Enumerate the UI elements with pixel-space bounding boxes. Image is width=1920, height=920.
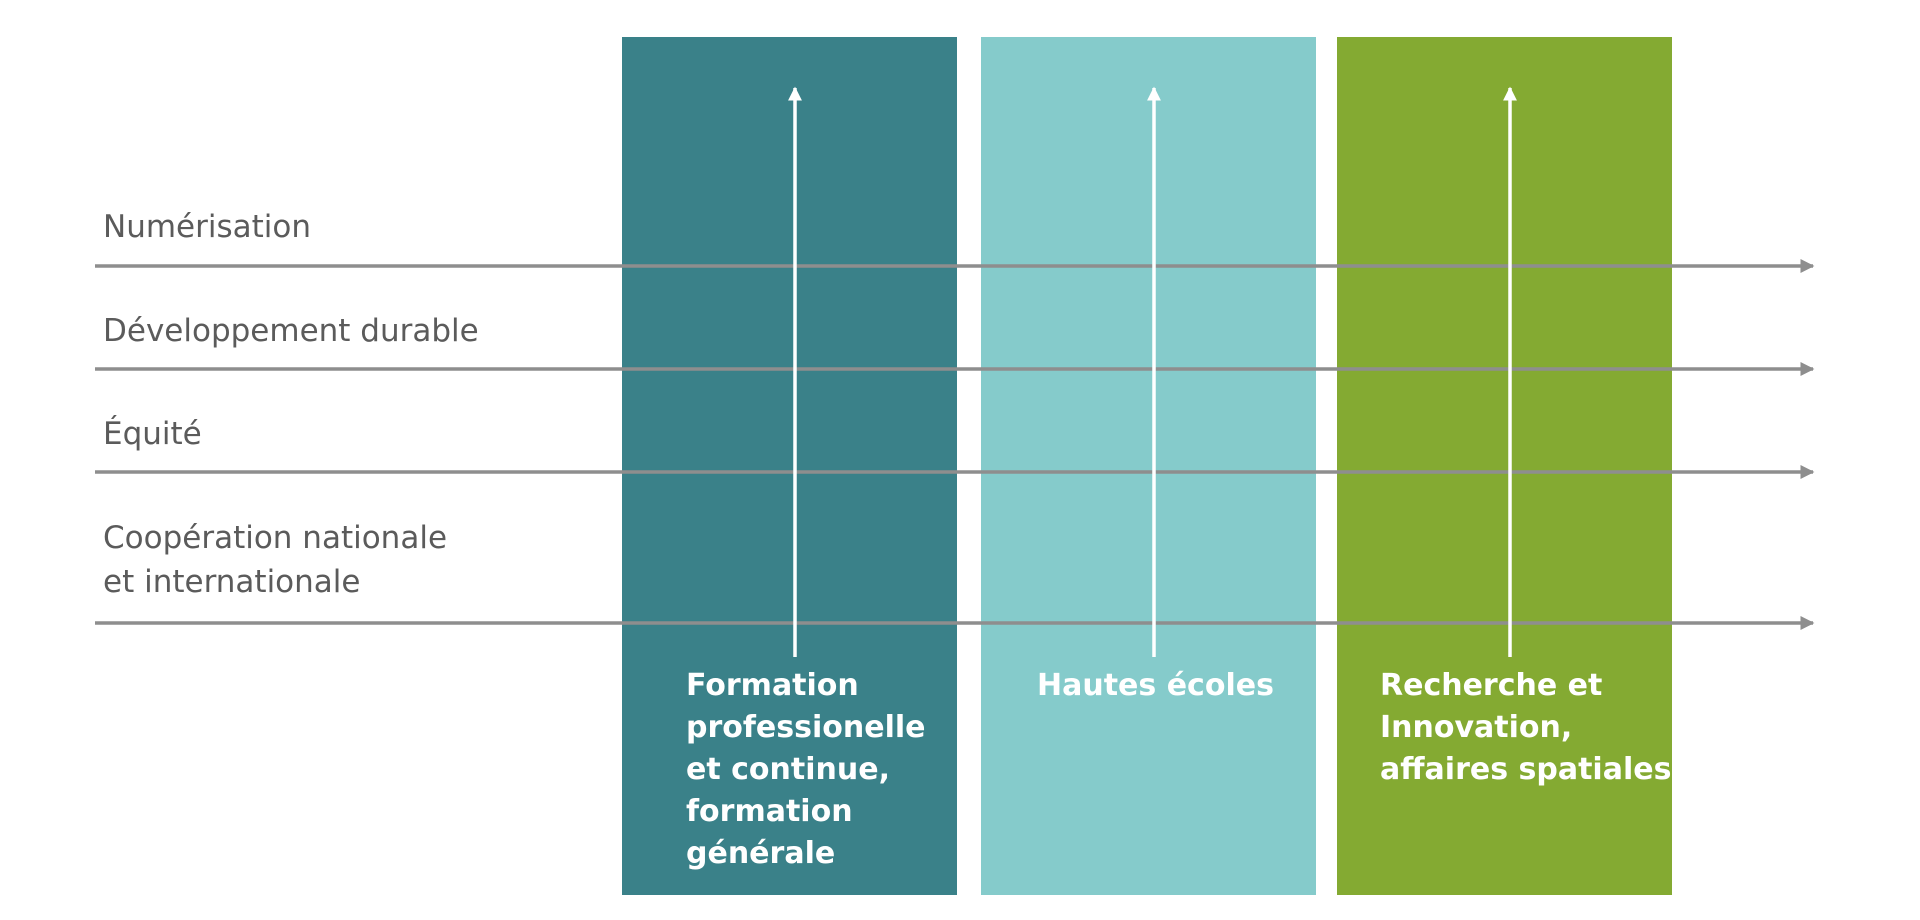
pillar-labels: Formation professionelle et continue, forma… [686,668,1671,871]
theme-label-developpement-durable: Développement durable [103,313,479,349]
pillar-label-line: Recherche et [1380,668,1602,703]
pillar-label-line: affaires spatiales [1380,752,1671,787]
theme-label-line: Coopération nationale [103,520,447,556]
pillar-label-line: professionelle [686,710,926,745]
theme-label-line: et internationale [103,564,360,600]
pillar-box-formation [622,37,957,895]
theme-label-equite: Équité [103,416,202,452]
pillar-label-formation: Formation professionelle et continue, forma… [686,668,926,871]
pillar-label-line: et continue, [686,752,890,787]
theme-label-line: Développement durable [103,313,479,349]
pillar-box-hautes-ecoles [981,37,1316,895]
pillar-label-hautes-ecoles: Hautes écoles [1037,668,1274,703]
theme-arrows [95,259,1815,630]
pillar-label-line: générale [686,836,835,871]
theme-label-numerisation: Numérisation [103,209,311,245]
pillar-label-recherche: Recherche et Innovation, affaires spatiale… [1380,668,1671,787]
pillar-label-line: Formation [686,668,859,703]
pillar-label-line: formation [686,794,853,829]
pillar-box-recherche [1337,37,1672,895]
pillar-label-line: Hautes écoles [1037,668,1274,703]
pillar-arrows [788,86,1517,657]
pillar-boxes [622,37,1672,895]
theme-label-cooperation: Coopération nationale et internationale [103,520,447,600]
theme-label-line: Numérisation [103,209,311,245]
pillar-label-line: Innovation, [1380,710,1572,745]
theme-label-line: Équité [103,416,202,452]
